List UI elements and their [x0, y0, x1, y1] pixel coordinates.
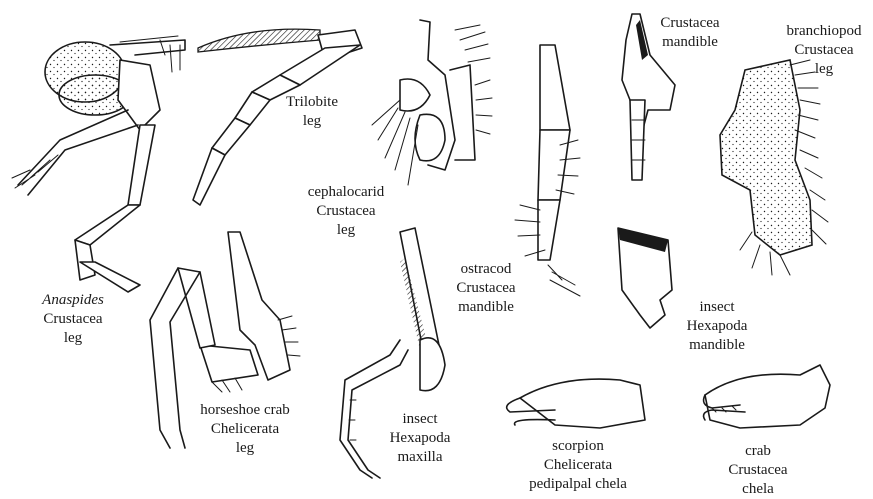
scorpion-chela-drawing: [507, 379, 645, 428]
label-cephalocarid-line1: cephalocarid: [296, 183, 396, 202]
label-crustacea-mandible-line1: Crustacea: [652, 14, 728, 33]
label-crab-line3: chela: [722, 480, 794, 499]
label-horseshoe-crab-line3: leg: [190, 439, 300, 458]
branchiopod-leg-drawing: [720, 60, 828, 275]
label-scorpion-line3: pedipalpal chela: [518, 475, 638, 494]
label-anaspides-line3: leg: [36, 329, 110, 348]
crab-chela-drawing: [704, 365, 830, 428]
label-scorpion-line1: scorpion: [518, 437, 638, 456]
label-insect-mandible-line1: insect: [680, 298, 754, 317]
label-insect-maxilla: insect Hexapoda maxilla: [382, 410, 458, 467]
label-anaspides-line2: Crustacea: [36, 310, 110, 329]
label-trilobite: Trilobite leg: [280, 93, 344, 131]
label-branchiopod-line2: Crustacea: [778, 41, 870, 60]
label-horseshoe-crab-line2: Chelicerata: [190, 420, 300, 439]
label-anaspides-line1: Anaspides: [36, 291, 110, 310]
label-trilobite-line2: leg: [280, 112, 344, 131]
label-cephalocarid-line3: leg: [296, 221, 396, 240]
label-ostracod-line3: mandible: [450, 298, 522, 317]
label-insect-mandible: insect Hexapoda mandible: [680, 298, 754, 355]
label-branchiopod-line3: leg: [778, 60, 870, 79]
label-insect-mandible-line2: Hexapoda: [680, 317, 754, 336]
label-ostracod: ostracod Crustacea mandible: [450, 260, 522, 317]
ostracod-mandible-drawing: [515, 45, 580, 296]
insect-mandible-drawing: [618, 228, 672, 328]
anaspides-leg-drawing: [12, 36, 185, 292]
label-scorpion-line2: Chelicerata: [518, 456, 638, 475]
label-crustacea-mandible-line2: mandible: [652, 33, 728, 52]
label-horseshoe-crab: horseshoe crab Chelicerata leg: [190, 401, 300, 458]
label-crab-line1: crab: [722, 442, 794, 461]
cephalocarid-leg-drawing: [372, 20, 492, 185]
label-branchiopod: branchiopod Crustacea leg: [778, 22, 870, 79]
label-anaspides: Anaspides Crustacea leg: [36, 291, 110, 348]
label-crab: crab Crustacea chela: [722, 442, 794, 499]
label-horseshoe-crab-line1: horseshoe crab: [190, 401, 300, 420]
label-trilobite-line1: Trilobite: [280, 93, 344, 112]
label-insect-maxilla-line2: Hexapoda: [382, 429, 458, 448]
label-insect-maxilla-line1: insect: [382, 410, 458, 429]
label-ostracod-line2: Crustacea: [450, 279, 522, 298]
label-ostracod-line1: ostracod: [450, 260, 522, 279]
label-crab-line2: Crustacea: [722, 461, 794, 480]
label-cephalocarid-line2: Crustacea: [296, 202, 396, 221]
label-scorpion: scorpion Chelicerata pedipalpal chela: [518, 437, 638, 494]
label-insect-maxilla-line3: maxilla: [382, 448, 458, 467]
label-cephalocarid: cephalocarid Crustacea leg: [296, 183, 396, 240]
label-crustacea-mandible: Crustacea mandible: [652, 14, 728, 52]
label-branchiopod-line1: branchiopod: [778, 22, 870, 41]
label-insect-mandible-line3: mandible: [680, 336, 754, 355]
